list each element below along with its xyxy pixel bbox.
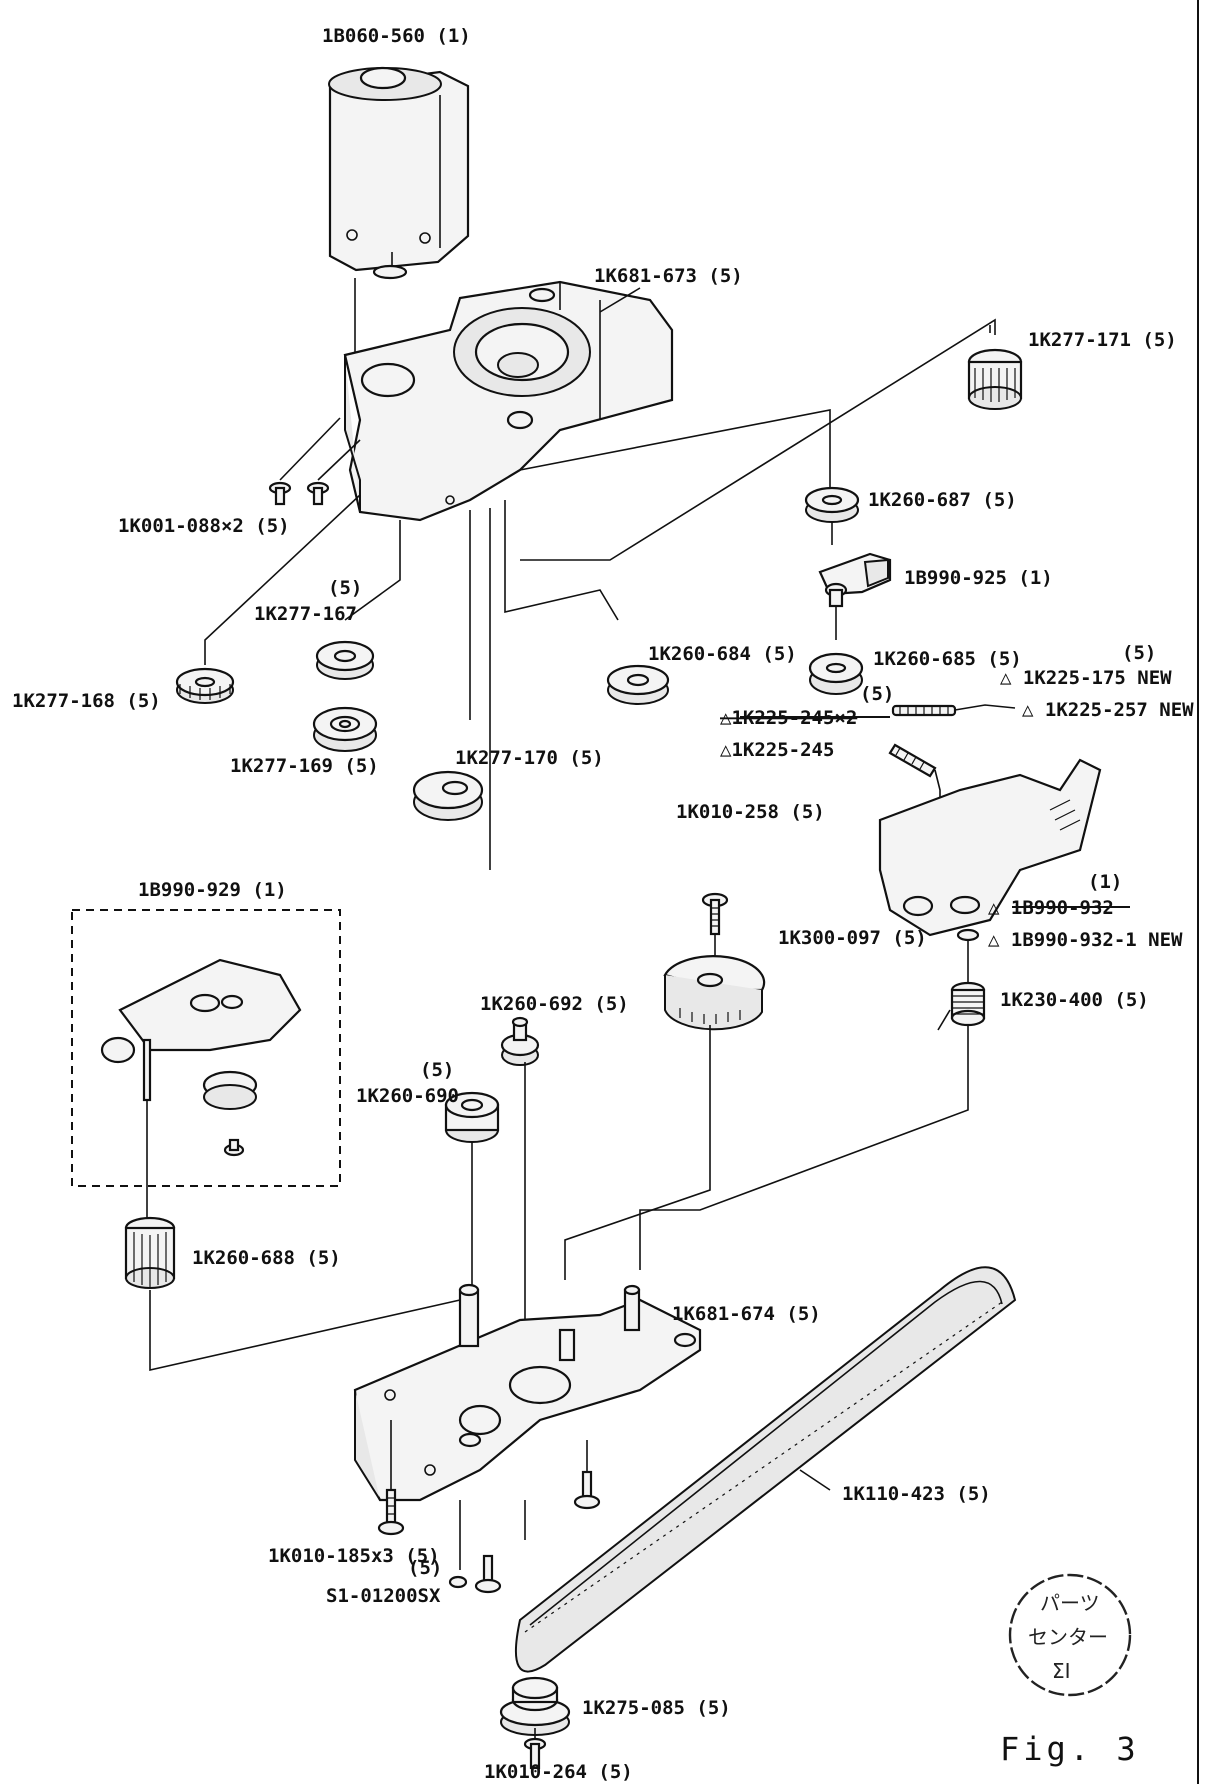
label-plate-932-new: △ 1B990-932-1 NEW: [988, 929, 1183, 951]
parts-center-stamp: パーツ センター ΣΙ: [1008, 1573, 1132, 1697]
gear-part: [804, 486, 860, 523]
label-motor: 1B060-560 (1): [322, 25, 471, 47]
screw-part: [701, 892, 729, 936]
motor-part: [328, 66, 470, 280]
screw-part: [573, 1470, 601, 1510]
label-cam-097: 1K300-097 (5): [778, 927, 927, 949]
label-spring-qty-a: (5): [1122, 642, 1156, 664]
label-gear-688: 1K260-688 (5): [192, 1247, 341, 1269]
assembly-part: [100, 958, 302, 1157]
label-spring-245: △1K225-245: [720, 739, 834, 761]
label-gear-169: 1K277-169 (5): [230, 755, 379, 777]
label-screw-258: 1K010-258 (5): [676, 801, 825, 823]
label-screw-264: 1K010-264 (5): [484, 1761, 633, 1783]
gear-part: [606, 664, 670, 705]
label-screws-185: 1K010-185x3 (5): [268, 1545, 440, 1567]
spring-part: [888, 743, 941, 820]
stamp-line-1: パーツ: [1040, 1591, 1100, 1615]
figure-label: Fig. 3: [1000, 1730, 1140, 1768]
cam-part: [663, 955, 766, 1031]
screw-part: [523, 1737, 547, 1770]
gear-part: [124, 1216, 176, 1289]
belt-part: [514, 1266, 1017, 1673]
label-gear-171: 1K277-171 (5): [1028, 329, 1177, 351]
label-gear-684: 1K260-684 (5): [648, 643, 797, 665]
label-washer-qty: (5): [408, 1557, 442, 1579]
lower-frame-part: [353, 1283, 702, 1502]
label-spring-qty-b: (5): [860, 683, 894, 705]
gear-part: [808, 652, 864, 695]
label-gear-692: 1K260-692 (5): [480, 993, 629, 1015]
washer-part: [448, 1575, 468, 1589]
pulley-part: [499, 1676, 571, 1736]
gear-part: [312, 706, 378, 752]
gear-part: [500, 1016, 540, 1066]
plate-part: [878, 758, 1102, 942]
label-gear-167: 1K277-167: [254, 603, 357, 625]
assembly-box: [71, 909, 341, 1187]
label-gear-170: 1K277-170 (5): [455, 747, 604, 769]
label-screws-088: 1K001-088×2 (5): [118, 515, 290, 537]
label-gear-687: 1K260-687 (5): [868, 489, 1017, 511]
screw-pair-part: [268, 481, 330, 506]
label-gear-685: 1K260-685 (5): [873, 648, 1022, 670]
label-gear-167-qty: (5): [328, 577, 362, 599]
coil-spring-part: [937, 981, 986, 1031]
gear-part: [444, 1091, 500, 1143]
label-washer: S1-01200SX: [326, 1585, 441, 1607]
spring-part: [891, 704, 1016, 717]
label-belt-423: 1K110-423 (5): [842, 1483, 991, 1505]
screw-part: [377, 1488, 405, 1536]
gear-part: [175, 667, 235, 704]
gear-part: [967, 348, 1023, 410]
upper-frame-part: [343, 280, 674, 522]
label-lower-frame: 1K681-674 (5): [672, 1303, 821, 1325]
label-gear-168: 1K277-168 (5): [12, 690, 161, 712]
screw-part: [474, 1554, 502, 1594]
label-gear-690: 1K260-690: [356, 1085, 459, 1107]
gear-part: [315, 640, 375, 680]
label-plate-qty: (1): [1088, 871, 1122, 893]
label-spring-175: △ 1K225-175 NEW: [1000, 667, 1172, 689]
gear-part: [412, 770, 484, 821]
label-spring-400: 1K230-400 (5): [1000, 989, 1149, 1011]
label-assy-929: 1B990-929 (1): [138, 879, 287, 901]
label-pulley-085: 1K275-085 (5): [582, 1697, 731, 1719]
lever-part: [818, 552, 892, 608]
label-spring-257: △ 1K225-257 NEW: [1022, 699, 1194, 721]
stamp-line-2: センター: [1028, 1625, 1108, 1649]
label-gear-690-qty: (5): [420, 1059, 454, 1081]
label-lever-925: 1B990-925 (1): [904, 567, 1053, 589]
stamp-line-3: ΣΙ: [1052, 1659, 1071, 1683]
label-upper-frame: 1K681-673 (5): [594, 265, 743, 287]
